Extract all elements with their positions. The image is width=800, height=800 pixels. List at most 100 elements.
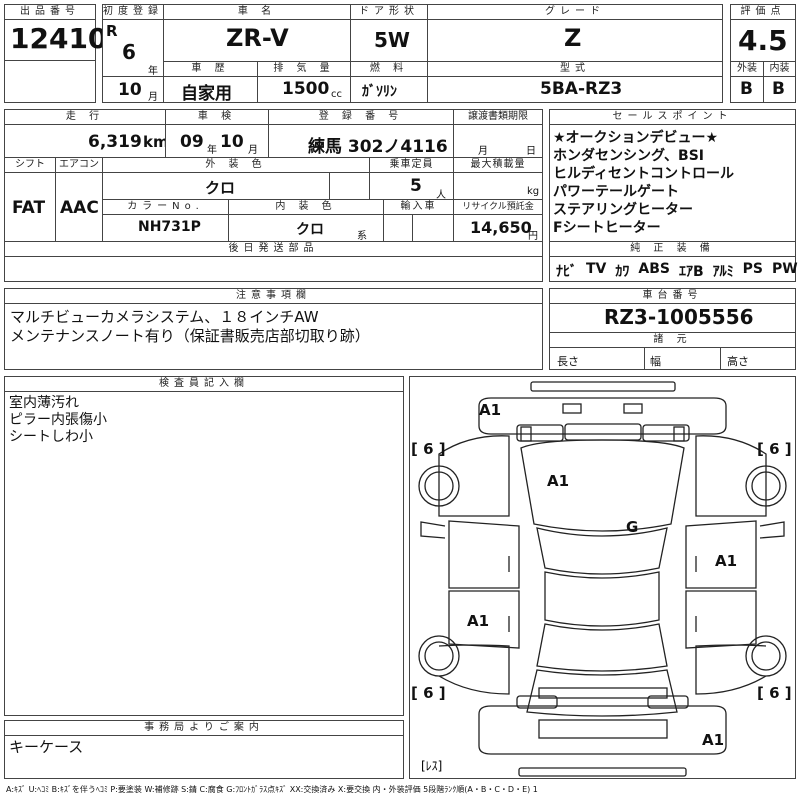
notes-line: マルチビューカメラシステム、１８インチAW (10, 308, 319, 326)
equipment-item: TV (586, 261, 607, 277)
chassis-header: 車台番号 (549, 288, 796, 304)
displacement: 1500 (282, 79, 330, 99)
equipment-item: ABS (638, 261, 670, 277)
inspector-header: 検査員記入欄 (4, 376, 404, 392)
inspector-note: シートしわ小 (9, 429, 93, 445)
history-cell (163, 76, 258, 103)
door-header: ドア形状 (350, 4, 428, 20)
car-damage-diagram: A1 A1 G A1 A1 A1 [ 6 ] [ 6 ] [ 6 ] [ 6 ]… (411, 381, 792, 777)
model-header: 型式 (427, 61, 723, 77)
damage-mark-windshield: G (626, 518, 638, 536)
legend: A:ｷｽﾞ U:ﾍｺﾐ B:ｷｽﾞを伴うﾍｺﾐ P:要塗装 W:補修跡 S:錆 … (6, 785, 538, 794)
ext-color: クロ (205, 179, 236, 197)
mileage: 6,319 (88, 132, 142, 152)
damage-mark-right-door: A1 (715, 552, 737, 570)
tire-rear-left: [ 6 ] (411, 684, 446, 702)
equipment-item: PS (742, 261, 763, 277)
tire-rear-right: [ 6 ] (757, 684, 792, 702)
selling-point: ★オークションデビュー★ (553, 130, 719, 146)
recycle-cell (453, 214, 543, 242)
equipment-item: ｶﾜ (615, 264, 630, 280)
equipment-item: ｱﾙﾐ (712, 264, 734, 280)
dims-height-label: 高さ (727, 355, 749, 368)
model: 5BA-RZ3 (540, 79, 623, 99)
reg-month: 10 (118, 80, 142, 100)
displacement-header: 排 気 量 (257, 61, 351, 77)
selling-point: パワーテールゲート (553, 184, 679, 200)
model-cell (427, 76, 723, 103)
damage-mark-hood: A1 (547, 472, 569, 490)
later-parts-cell (4, 256, 543, 282)
max-load-header: 最大積載量 (453, 157, 543, 173)
spare-tire-label: [ﾚｽ] (421, 759, 442, 773)
recycle-fee: 14,650 (470, 218, 532, 237)
dims-length-label: 長さ (557, 355, 579, 368)
car-name-cell (163, 19, 351, 62)
chassis-number: RZ3-1005556 (604, 305, 754, 329)
import-header: 輸入車 (383, 199, 454, 215)
capacity-header: 乗車定員 (369, 157, 454, 173)
dims-width-label: 幅 (650, 355, 661, 368)
door-type: 5W (374, 28, 410, 52)
history-header: 車 歴 (163, 61, 258, 77)
tire-front-left: [ 6 ] (411, 440, 446, 458)
score-cell (730, 19, 796, 62)
selling-point: ホンダセンシング、BSI (553, 148, 704, 164)
color-no-cell (102, 214, 229, 242)
transfer-month: 月 (478, 146, 488, 157)
ext-color-extra-cell (329, 172, 370, 200)
transfer-cell (453, 124, 543, 158)
shift-header: シフト (4, 157, 56, 173)
fuel-cell (350, 76, 428, 103)
ac: AAC (60, 198, 99, 218)
km-unit: km (143, 133, 169, 151)
lot-number: 12410 (10, 22, 108, 55)
notes-text: マルチビューカメラシステム、１８インチAW メンテナンスノート有り（保証書販売店… (10, 308, 370, 346)
selling-points-list: ★オークションデビュー★ ホンダセンシング、BSI ヒルディセントコントロール … (553, 129, 734, 237)
notes-cell (4, 303, 543, 370)
inspector-note: ピラー内張傷小 (9, 412, 107, 428)
lot-number-header: 出品番号 (4, 4, 96, 20)
yen-unit: 円 (528, 231, 538, 242)
score-header: 評価点 (730, 4, 796, 20)
inspection-year-unit: 年 (207, 145, 217, 156)
fuel-header: 燃 料 (350, 61, 428, 77)
ext-color-header: 外 装 色 (102, 157, 370, 173)
reg-month-cell (102, 76, 164, 103)
transfer-header: 譲渡書類期限 (453, 109, 543, 125)
equipment-item: PW (772, 261, 798, 277)
int-color: クロ (296, 222, 324, 238)
capacity: 5 (410, 176, 422, 196)
capacity-unit: 人 (436, 190, 446, 201)
displacement-cell (257, 76, 351, 103)
plate-header: 登 録 番 号 (268, 109, 454, 125)
car-name-header: 車 名 (163, 4, 351, 20)
grade-cell (427, 19, 723, 62)
inspection-month-unit: 月 (248, 145, 258, 156)
exterior-cell (730, 76, 764, 103)
max-load-unit: kg (527, 186, 540, 197)
inspector-notes: 室内薄汚れ ピラー内張傷小 シートしわ小 (9, 395, 107, 446)
lot-blank-cell (4, 60, 96, 103)
year-unit: 年 (148, 66, 158, 77)
interior-cell (763, 76, 796, 103)
inspection-year: 09 (180, 132, 204, 152)
notes-line: メンテナンスノート有り（保証書販売店部切取り跡） (10, 327, 370, 345)
int-color-cell (228, 214, 384, 242)
equipment-item: ﾅﾋﾞ (556, 264, 577, 280)
inspector-cell (4, 391, 404, 716)
damage-mark-front-bumper: A1 (479, 401, 501, 419)
notes-header: 注意事項欄 (4, 288, 543, 304)
exterior-header: 外装 (730, 61, 764, 77)
max-load-cell (453, 172, 543, 200)
equipment-header: 純 正 装 備 (549, 241, 796, 257)
dims-header: 諸 元 (549, 332, 796, 348)
office-cell (4, 735, 404, 779)
inspection-month: 10 (220, 132, 244, 152)
grade-header: グレード (427, 4, 723, 20)
tire-front-right: [ 6 ] (757, 440, 792, 458)
color-no-header: カラーNo. (102, 199, 229, 215)
plate-number: 練馬 302ノ4116 (308, 137, 448, 157)
interior-grade: B (772, 79, 785, 99)
import-cell (383, 214, 413, 242)
